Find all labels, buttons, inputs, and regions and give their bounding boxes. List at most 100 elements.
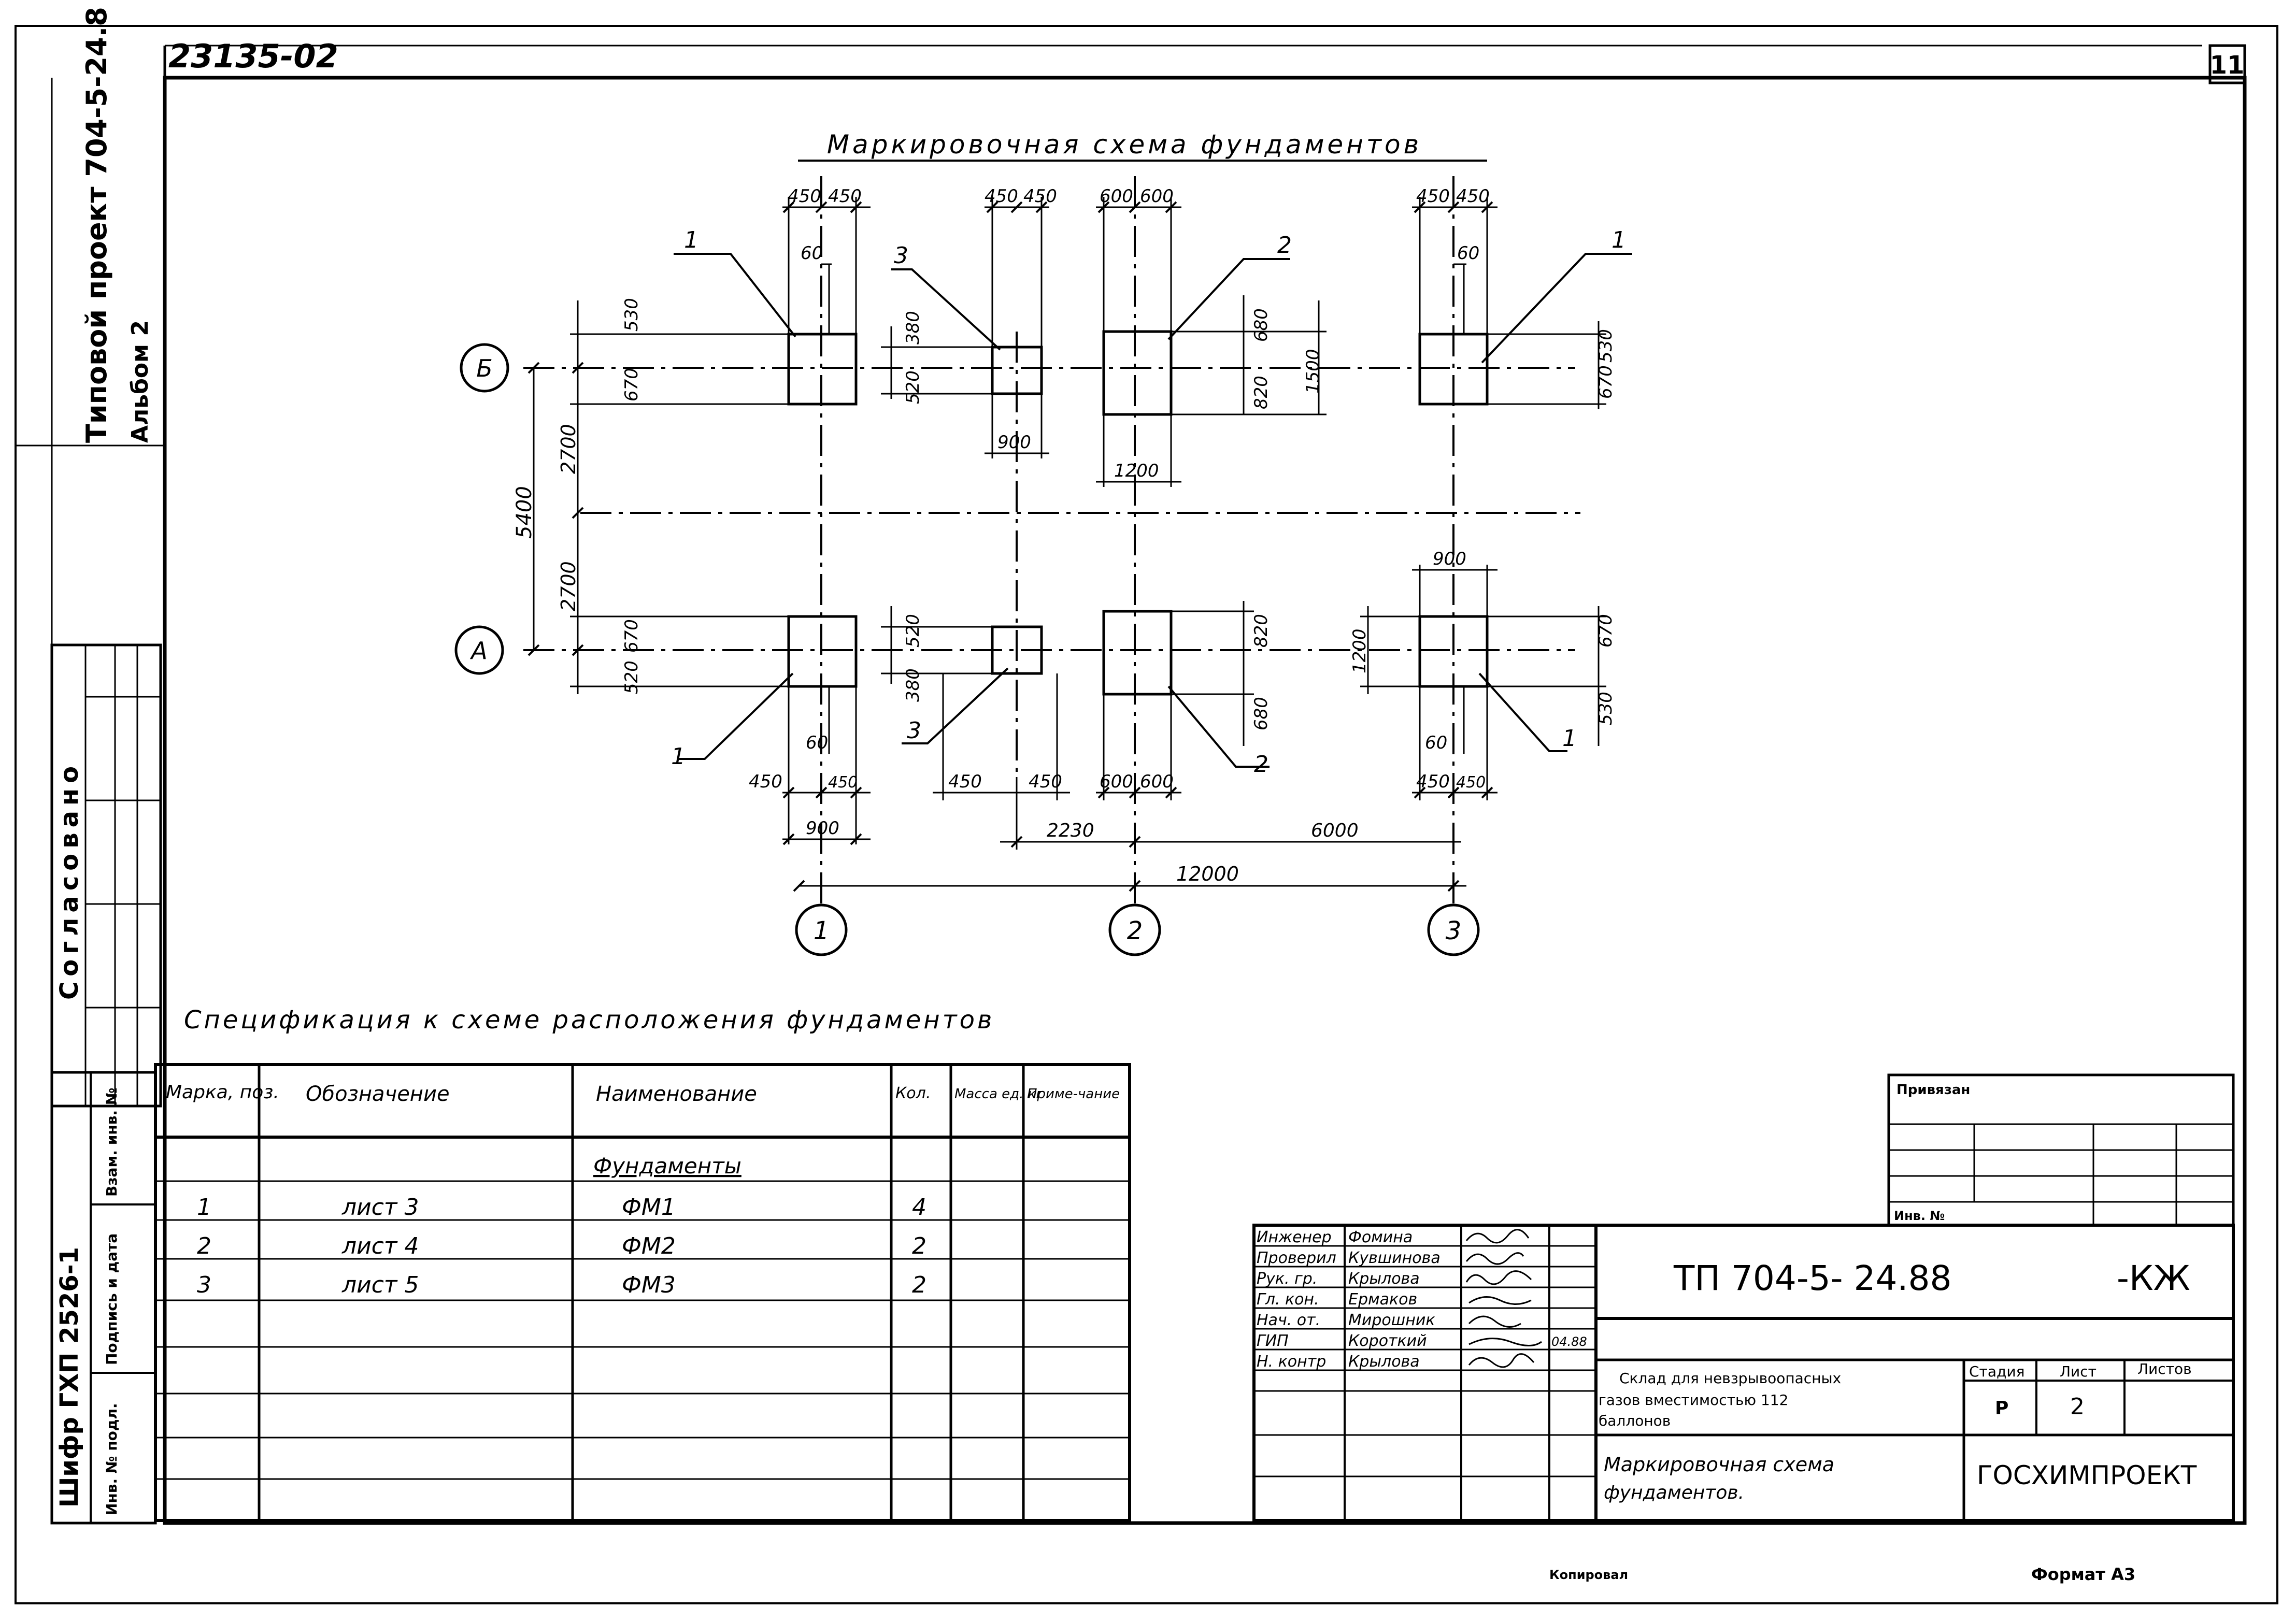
tick	[1447, 786, 1460, 799]
mark-label: 2	[1277, 232, 1292, 259]
dim-value: 450	[749, 771, 782, 792]
dim-value: 12000	[1176, 863, 1239, 885]
spec-row-sheet: лист 4	[341, 1233, 419, 1259]
dim-value: 520	[621, 661, 642, 694]
sheet-value: 2	[2070, 1394, 2085, 1420]
tick	[1129, 201, 1141, 213]
corner-sheet-box	[2208, 44, 2246, 84]
tick	[1129, 836, 1141, 848]
stamp-role: Инженер	[1257, 1228, 1332, 1246]
tick	[815, 786, 828, 799]
tick	[1097, 786, 1110, 799]
signature	[1465, 1270, 1532, 1285]
leader-2-bottom	[1167, 685, 1270, 768]
tick	[527, 362, 540, 374]
mark-label: 2	[1254, 751, 1268, 778]
tick	[782, 833, 795, 845]
dim-value: 670	[621, 368, 642, 401]
spec-row-qty: 4	[912, 1194, 926, 1221]
dim-value: 820	[1251, 376, 1272, 409]
tick	[1010, 836, 1023, 848]
spec-header-note: Приме-чание	[1027, 1086, 1120, 1102]
leader-1-top-left	[674, 253, 796, 338]
dim-value: 60	[806, 733, 828, 753]
foundation-fm3-a-mid	[991, 625, 1043, 675]
stamp-role: Нач. от.	[1257, 1311, 1320, 1329]
dim-value: 60	[801, 243, 823, 264]
dim-value: 450	[788, 186, 821, 207]
tick	[572, 362, 584, 374]
copied-label: Копировал	[1549, 1568, 1628, 1582]
leader-1-bottom-right	[1478, 672, 1567, 752]
dim-value: 60	[1457, 243, 1479, 264]
spec-header-mark: Марка, поз.	[166, 1082, 279, 1103]
spec-row-name: ФМ2	[622, 1233, 676, 1259]
podpis-label: Подпись и дата	[103, 1233, 120, 1365]
mark-labels: 1 3 2 1 1 3 2 1	[671, 227, 1626, 778]
object-desc-line1: Склад для невзрывоопасных	[1619, 1370, 1841, 1387]
dimension-values: 450 450 450 450 600 600 450 450 60 60 53…	[512, 186, 1616, 885]
dim-value: 900	[997, 432, 1031, 453]
spec-row-mark: 1	[197, 1194, 211, 1221]
object-desc-line2: газов вместимостью 112	[1599, 1391, 1788, 1409]
stamp-date: 04.88	[1551, 1334, 1587, 1349]
dim-value: 5400	[512, 486, 536, 539]
dim-value: 450	[1029, 771, 1062, 792]
inv-no-label: Инв. №	[1894, 1209, 1945, 1223]
signature	[1465, 1252, 1524, 1265]
dim-value: 450	[948, 771, 982, 792]
sheet-title-line2: фундаментов.	[1604, 1482, 1744, 1503]
tick	[815, 201, 828, 213]
album-label: Альбом 2	[127, 320, 153, 443]
outer-frame	[15, 25, 2278, 1604]
tick	[1414, 201, 1426, 213]
dim-value: 520	[903, 370, 923, 404]
spec-row-mark: 3	[197, 1272, 211, 1298]
dim-value: 900	[806, 818, 839, 839]
sheet-title-line1: Маркировочная схема	[1604, 1453, 1834, 1476]
foundation-fm2-a2	[1102, 610, 1173, 696]
dim-value: 450	[828, 773, 858, 792]
dim-value: 680	[1251, 308, 1272, 342]
dim-value: 450	[1023, 186, 1057, 207]
dim-value: 600	[1140, 186, 1174, 207]
tick	[572, 644, 584, 656]
sheets-label: Листов	[2137, 1360, 2192, 1377]
spec-header-qty: Кол.	[895, 1084, 931, 1102]
stage-value: Р	[1995, 1398, 2008, 1419]
dim-value: 520	[903, 614, 923, 648]
foundation-fm1-a1	[787, 615, 858, 688]
stage-label: Стадия	[1969, 1363, 2024, 1380]
dim-value: 450	[985, 186, 1018, 207]
object-desc-line3: баллонов	[1599, 1412, 1671, 1429]
stamp-role: ГИП	[1257, 1332, 1289, 1350]
tick	[1129, 786, 1141, 799]
dimension-ticks	[527, 201, 1493, 892]
foundation-fm3-b-mid	[991, 346, 1043, 395]
mark-leaders	[674, 253, 1632, 768]
dim-value: 530	[621, 298, 642, 332]
spec-group-label: Фундаменты	[593, 1153, 741, 1179]
mark-label: 3	[894, 242, 908, 269]
spec-row-mark: 2	[197, 1233, 211, 1259]
sheet-label: Лист	[2060, 1363, 2097, 1380]
dim-value: 670	[1595, 614, 1616, 648]
dim-value: 450	[1416, 186, 1450, 207]
dim-value: 530	[1595, 329, 1616, 363]
spec-table: Марка, поз. Обозначение Наименование Кол…	[154, 1063, 1131, 1522]
axis-bubble-3	[1427, 903, 1480, 956]
mark-label: 1	[671, 743, 686, 770]
mark-label: 3	[907, 717, 921, 744]
axis-label-1: 1	[814, 916, 830, 945]
dim-value: 1500	[1303, 349, 1323, 394]
dimension-lines	[533, 197, 1606, 887]
tick	[850, 786, 862, 799]
tick	[1447, 880, 1460, 892]
inner-frame	[163, 76, 2247, 1525]
stamp-name: Крылова	[1348, 1270, 1420, 1288]
tick	[782, 786, 795, 799]
signature	[1468, 1296, 1532, 1305]
title-block: Инженер Проверил Рук. гр. Гл. кон. Нач. …	[1252, 1224, 2235, 1522]
dim-value: 60	[1425, 733, 1447, 753]
